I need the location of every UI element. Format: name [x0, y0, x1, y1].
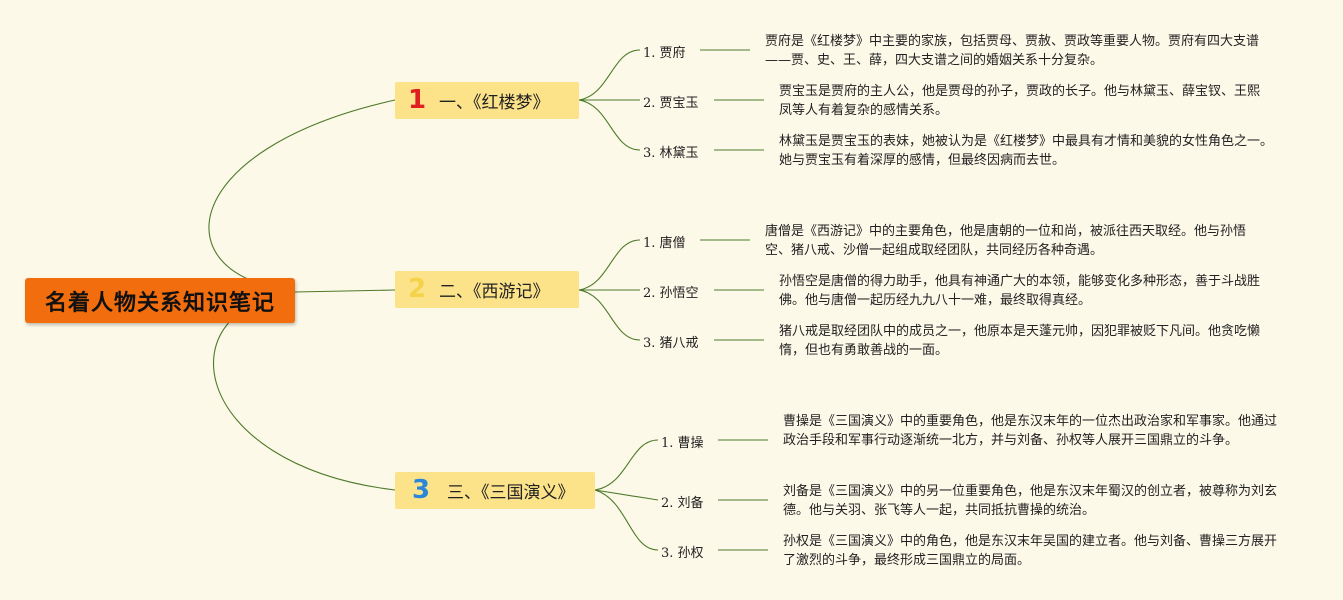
branch-title: 二、《西游记》: [439, 282, 550, 302]
connector-b2-leaf-1: [578, 239, 641, 291]
leaf-label[interactable]: 3. 猪八戒: [643, 336, 699, 351]
connector-b3-leaf-2: [594, 489, 659, 501]
leaf-label[interactable]: 2. 刘备: [661, 496, 704, 511]
leaf-description: 刘备是《三国演义》中的另一位重要角色，他是东汉末年蜀汉的创立者，被尊称为刘玄德。…: [783, 484, 1278, 518]
connector-b3-leaf-3: [594, 489, 659, 551]
branch-node-hongloumeng[interactable]: 1 一、《红楼梦》: [395, 82, 579, 119]
connector-b3-leaf-1: [594, 439, 659, 491]
branch-number-icon: 3: [411, 475, 431, 505]
connector-root-branch-3: [213, 293, 396, 491]
leaf-label[interactable]: 2. 孙悟空: [643, 286, 699, 301]
branch-number-icon: 2: [407, 274, 427, 304]
leaf-label[interactable]: 1. 贾府: [643, 46, 686, 61]
branch-node-xiyouji[interactable]: 2 二、《西游记》: [395, 271, 579, 308]
leaf-description: 猪八戒是取经团队中的成员之一，他原本是天蓬元帅，因犯罪被贬下凡间。他贪吃懒惰，但…: [779, 324, 1261, 358]
leaf-label[interactable]: 3. 孙权: [661, 546, 704, 561]
root-title: 名着人物关系知识笔记: [44, 290, 275, 316]
connector-root-branch-2: [294, 289, 396, 293]
branch-title: 三、《三国演义》: [447, 483, 575, 503]
connector-root-branch-1: [208, 99, 396, 291]
leaf-label[interactable]: 1. 唐僧: [643, 236, 686, 251]
leaf-description: 贾宝玉是贾府的主人公，他是贾母的孙子，贾政的长子。他与林黛玉、薛宝钗、王熙凤等人…: [779, 84, 1261, 118]
branch-number-icon: 1: [407, 85, 427, 115]
connector-b1-leaf-3: [578, 99, 641, 151]
leaf-label[interactable]: 2. 贾宝玉: [643, 96, 699, 111]
leaf-description: 唐僧是《西游记》中的主要角色，他是唐朝的一位和尚，被派往西天取经。他与孙悟空、猪…: [765, 224, 1247, 258]
leaf-description: 林黛玉是贾宝玉的表妹，她被认为是《红楼梦》中最具有才情和美貌的女性角色之一。她与…: [779, 134, 1274, 168]
leaf-description: 孙权是《三国演义》中的角色，他是东汉末年吴国的建立者。他与刘备、曹操三方展开了激…: [783, 534, 1278, 568]
connector-b1-leaf-1: [578, 49, 641, 101]
connector-b2-leaf-3: [578, 289, 641, 341]
branch-node-sanguoyanyi[interactable]: 3 三、《三国演义》: [395, 472, 595, 509]
root-node[interactable]: 名着人物关系知识笔记: [25, 278, 295, 323]
leaf-description: 曹操是《三国演义》中的重要角色，他是东汉末年的一位杰出政治家和军事家。他通过政治…: [783, 414, 1278, 448]
leaf-description: 贾府是《红楼梦》中主要的家族，包括贾母、贾赦、贾政等重要人物。贾府有四大支谱——…: [765, 34, 1260, 68]
leaf-description: 孙悟空是唐僧的得力助手，他具有神通广大的本领，能够变化多种形态，善于斗战胜佛。他…: [779, 274, 1261, 308]
leaf-label[interactable]: 1. 曹操: [661, 436, 704, 451]
leaf-label[interactable]: 3. 林黛玉: [643, 146, 699, 161]
branch-title: 一、《红楼梦》: [439, 93, 550, 113]
